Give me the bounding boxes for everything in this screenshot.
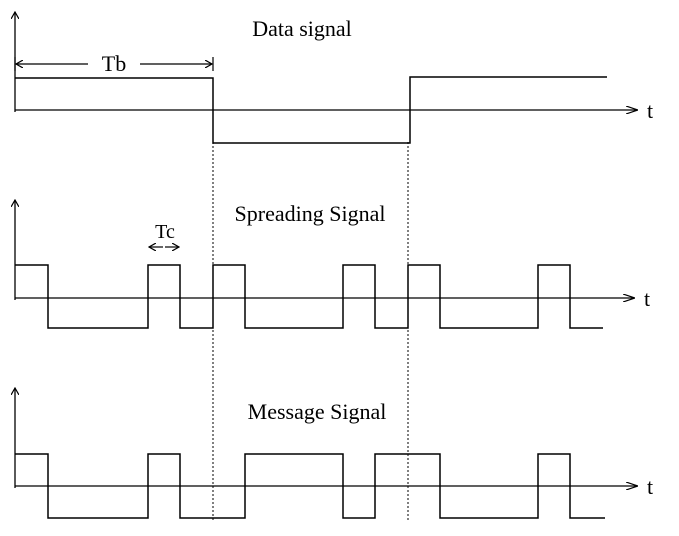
message-signal-waveform <box>15 453 605 519</box>
spreading-signal-title: Spreading Signal <box>235 201 386 226</box>
spreading-axis-t-label: t <box>644 286 650 311</box>
message-axis-t-label: t <box>647 474 653 499</box>
data-signal-title: Data signal <box>252 16 352 41</box>
spreading-signal-waveform <box>15 264 603 329</box>
data-signal-waveform <box>15 76 607 144</box>
data-axis-t-label: t <box>647 98 653 123</box>
message-signal-title: Message Signal <box>248 399 387 424</box>
tb-label: Tb <box>102 51 126 76</box>
spreading-signal-panel: Tc Spreading Signal t <box>15 200 650 329</box>
data-signal-panel: Tb Data signal t <box>15 12 653 144</box>
tc-label: Tc <box>155 221 175 243</box>
message-signal-panel: Message Signal t <box>15 388 653 519</box>
